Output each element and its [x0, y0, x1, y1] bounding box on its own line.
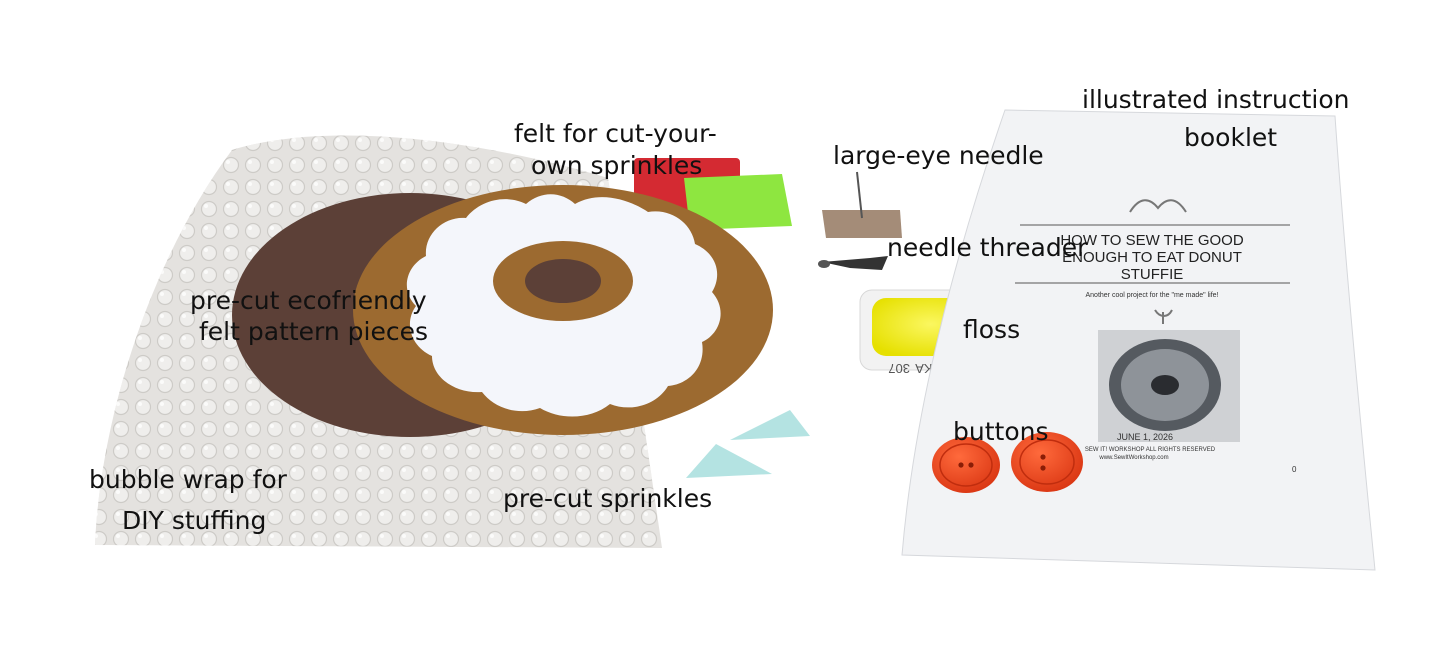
label-pattern-pieces-line2: felt pattern pieces: [199, 317, 429, 346]
label-threader: needle threader: [887, 233, 1088, 262]
label-booklet-line1: illustrated instruction: [1082, 85, 1350, 114]
ornament-icon: [1129, 199, 1187, 213]
needle-card: [822, 171, 902, 238]
booklet-page-number: 0: [1292, 465, 1297, 474]
label-needle: large-eye needle: [833, 141, 1044, 170]
label-buttons: buttons: [953, 417, 1049, 446]
booklet-website: www.SewItWorkshop.com: [1098, 455, 1168, 461]
aqua-sprinkle: [686, 444, 772, 478]
label-felt-sprinkles-line2: own sprinkles: [531, 151, 703, 180]
label-booklet-line2: booklet: [1184, 123, 1278, 152]
leaf-ornament-icon: [1154, 309, 1173, 324]
aqua-sprinkle: [730, 410, 810, 440]
green-felt-square: [684, 174, 792, 230]
booklet-title-line2: ENOUGH TO EAT DONUT: [1062, 249, 1242, 266]
booklet-date: JUNE 1, 2026: [1117, 432, 1173, 442]
orange-button: [932, 437, 1000, 493]
booklet-title-line1: HOW TO SEW THE GOOD: [1060, 232, 1244, 249]
label-floss: floss: [963, 315, 1021, 344]
orange-button: [1011, 432, 1083, 492]
booklet-title-line3: STUFFIE: [1121, 266, 1184, 283]
label-pattern-pieces-line1: pre-cut ecofriendly: [190, 286, 427, 315]
booklet-tagline: Another cool project for the "me made" l…: [1086, 292, 1219, 299]
label-precut-sprinkles: pre-cut sprinkles: [503, 484, 713, 513]
needle-threader: [818, 256, 888, 270]
label-bubble-wrap-line2: DIY stuffing: [122, 506, 267, 535]
donut-hole: [525, 259, 601, 303]
label-bubble-wrap-line1: bubble wrap for: [89, 465, 287, 494]
floss-color-code: 307: [888, 361, 910, 376]
label-felt-sprinkles-line1: felt for cut-your-: [514, 119, 717, 148]
booklet-rights: SEW IT! WORKSHOP ALL RIGHTS RESERVED: [1085, 447, 1216, 453]
